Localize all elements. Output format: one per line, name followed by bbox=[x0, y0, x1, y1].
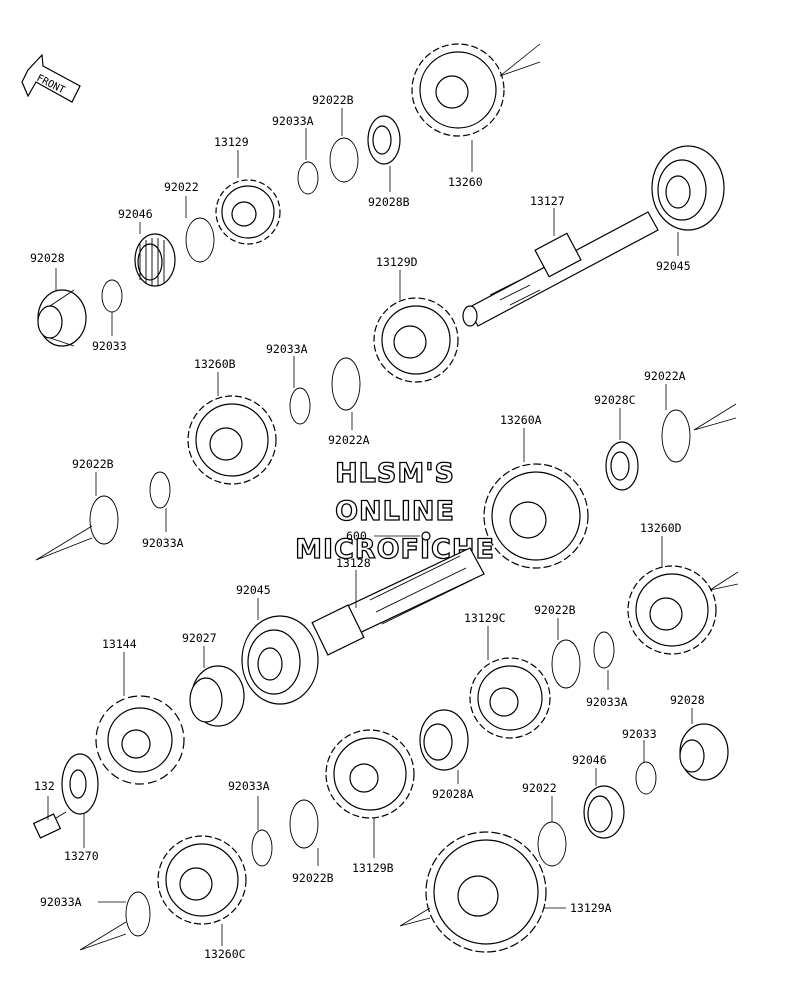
watermark-line3: MICROFICHE bbox=[295, 534, 495, 565]
label-13129D: 13129D bbox=[376, 255, 418, 269]
label-13129C: 13129C bbox=[464, 611, 506, 625]
label-92033A-low: 92033A bbox=[228, 779, 270, 793]
part-92045-bearing-mid bbox=[241, 615, 319, 705]
label-13260D: 13260D bbox=[640, 521, 682, 535]
part-labels: 92022B 92033A 13129 92022 92046 92028 92… bbox=[30, 93, 705, 961]
label-92022B-low: 92022B bbox=[292, 871, 334, 885]
label-13260-top: 13260 bbox=[448, 175, 483, 189]
label-13260C: 13260C bbox=[204, 947, 246, 961]
watermark-line1: HLSM'S bbox=[335, 458, 455, 489]
part-92028C-bushing bbox=[605, 441, 639, 491]
label-92022A-right: 92022A bbox=[644, 369, 686, 383]
part-13127-shaft bbox=[462, 211, 659, 327]
label-92028-top: 92028 bbox=[30, 251, 65, 265]
part-13260D-gear bbox=[627, 565, 717, 655]
label-600: 600 bbox=[346, 529, 367, 543]
label-13128: 13128 bbox=[336, 556, 371, 570]
part-13129C-gear bbox=[469, 657, 551, 739]
label-92033A-mid: 92033A bbox=[266, 342, 308, 356]
part-13270-lock-plate bbox=[61, 753, 99, 815]
part-92028A-bushing bbox=[419, 709, 469, 771]
label-13129A: 13129A bbox=[570, 901, 612, 915]
part-13260-gear bbox=[411, 43, 505, 137]
axis-line bbox=[499, 43, 541, 77]
part-13129A-gear bbox=[425, 831, 547, 953]
axis-line bbox=[79, 921, 127, 951]
label-92033A-top: 92033A bbox=[272, 114, 314, 128]
label-92033A-left: 92033A bbox=[142, 536, 184, 550]
part-92022B-washer-left bbox=[89, 495, 119, 545]
part-92022B-washer-mid bbox=[551, 639, 581, 689]
part-92022B-washer-low bbox=[289, 799, 319, 849]
leader-lines bbox=[47, 108, 693, 946]
part-92045-bearing bbox=[651, 145, 725, 231]
label-92028C: 92028C bbox=[594, 393, 636, 407]
label-92022B-left: 92022B bbox=[72, 457, 114, 471]
label-13270: 13270 bbox=[64, 849, 99, 863]
label-92028B: 92028B bbox=[368, 195, 410, 209]
axis-line bbox=[35, 525, 93, 561]
part-92046-needle-bearing-right bbox=[583, 785, 625, 839]
part-92028-collar bbox=[37, 289, 87, 347]
label-13260B: 13260B bbox=[194, 357, 236, 371]
part-13129B-gear bbox=[325, 729, 415, 819]
part-92028-collar-right bbox=[679, 723, 729, 781]
label-92022B-top: 92022B bbox=[312, 93, 354, 107]
label-13129: 13129 bbox=[214, 135, 249, 149]
part-92022B-washer bbox=[329, 137, 359, 183]
part-92022-washer bbox=[185, 217, 215, 263]
part-92033A-circlip-bottom bbox=[125, 891, 151, 937]
label-13144: 13144 bbox=[102, 637, 137, 651]
part-92033A-circlip-low bbox=[251, 829, 273, 867]
part-92022-washer-low bbox=[537, 821, 567, 867]
label-92045-mid: 92045 bbox=[236, 583, 271, 597]
label-92046-top: 92046 bbox=[118, 207, 153, 221]
part-13260B-gear bbox=[187, 395, 277, 485]
axis-line bbox=[693, 403, 737, 431]
front-arrow-icon: FRONT bbox=[21, 53, 81, 103]
label-13260A: 13260A bbox=[500, 413, 542, 427]
label-92046-right: 92046 bbox=[572, 753, 607, 767]
label-13127: 13127 bbox=[530, 194, 565, 208]
label-92033-right: 92033 bbox=[622, 727, 657, 741]
label-92033A-right: 92033A bbox=[586, 695, 628, 709]
watermark: HLSM'S ONLINE MICROFICHE bbox=[294, 457, 495, 565]
part-92033-circlip-right bbox=[635, 761, 657, 795]
label-92022A-mid: 92022A bbox=[328, 433, 370, 447]
part-13260C-gear bbox=[157, 835, 247, 925]
label-92022B-mid: 92022B bbox=[534, 603, 576, 617]
part-13129D-gear bbox=[373, 297, 459, 383]
watermark-line2: ONLINE bbox=[335, 496, 455, 527]
part-92033A-circlip bbox=[297, 161, 319, 195]
label-92022-low: 92022 bbox=[522, 781, 557, 795]
axis-line bbox=[399, 907, 431, 927]
label-92028-right: 92028 bbox=[670, 693, 705, 707]
label-92027: 92027 bbox=[182, 631, 217, 645]
part-92033A-circlip-right bbox=[593, 631, 615, 669]
part-92027-collar bbox=[189, 665, 245, 727]
label-92022-top: 92022 bbox=[164, 180, 199, 194]
label-92033A-bottom: 92033A bbox=[40, 895, 82, 909]
label-92033-top: 92033 bbox=[92, 339, 127, 353]
label-132: 132 bbox=[34, 779, 55, 793]
part-92022A-washer-right bbox=[661, 409, 691, 463]
part-13260A-gear bbox=[483, 463, 589, 569]
part-92046-needle-bearing bbox=[134, 233, 176, 287]
part-13129-gear bbox=[215, 179, 281, 245]
part-13128-shaft bbox=[311, 531, 485, 656]
part-13144-sprocket bbox=[95, 695, 185, 785]
part-92028B-bushing bbox=[367, 115, 401, 165]
part-132-bolt bbox=[32, 811, 67, 839]
axis-line bbox=[709, 571, 739, 591]
part-92022A-washer-mid bbox=[331, 357, 361, 411]
part-92033-circlip bbox=[101, 279, 123, 313]
label-13129B: 13129B bbox=[352, 861, 394, 875]
label-92028A: 92028A bbox=[432, 787, 474, 801]
part-92033A-circlip-mid bbox=[289, 387, 311, 425]
label-92045-top: 92045 bbox=[656, 259, 691, 273]
part-92033A-circlip-left bbox=[149, 471, 171, 509]
